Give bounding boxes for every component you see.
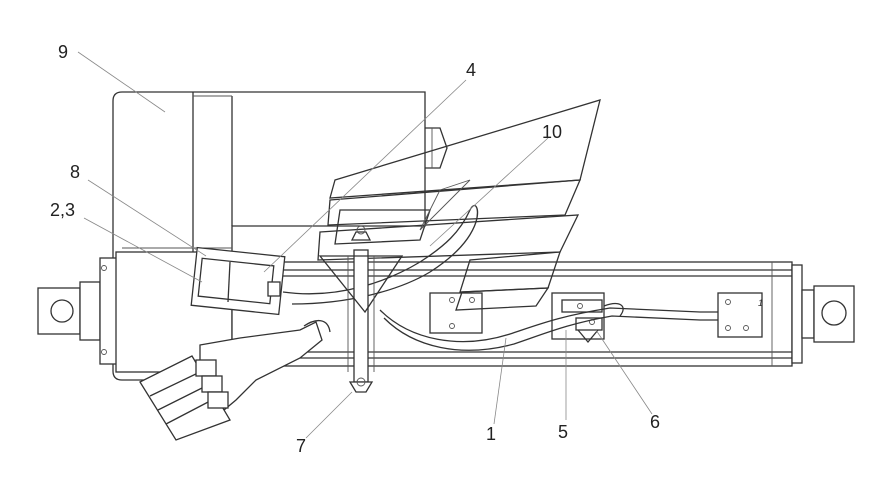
label-10: 10 [542,122,562,142]
connector-plug [190,246,286,316]
leader-lines [77,51,653,439]
limit-switch-middle [551,292,605,344]
label-1: 1 [486,424,496,444]
limit-switch-right [717,292,763,338]
output-cable [139,320,331,441]
front-mounting-eye [791,264,855,364]
switch-mark-1: 1 [758,298,763,308]
spindle-tube [231,261,793,367]
label-6: 6 [650,412,660,432]
output-connector [139,355,231,441]
label-8: 8 [70,162,80,182]
motor-cap [425,127,448,169]
label-5: 5 [558,422,568,442]
label-9: 9 [58,42,68,62]
label-2-3: 2,3 [50,200,75,220]
cable-guide-plates [317,99,601,311]
label-7: 7 [296,436,306,456]
clamp-bolt [318,225,404,393]
cable-harness [282,205,718,351]
rear-mounting-eye [37,257,123,365]
limit-plate-left [429,292,483,334]
label-4: 4 [466,60,476,80]
